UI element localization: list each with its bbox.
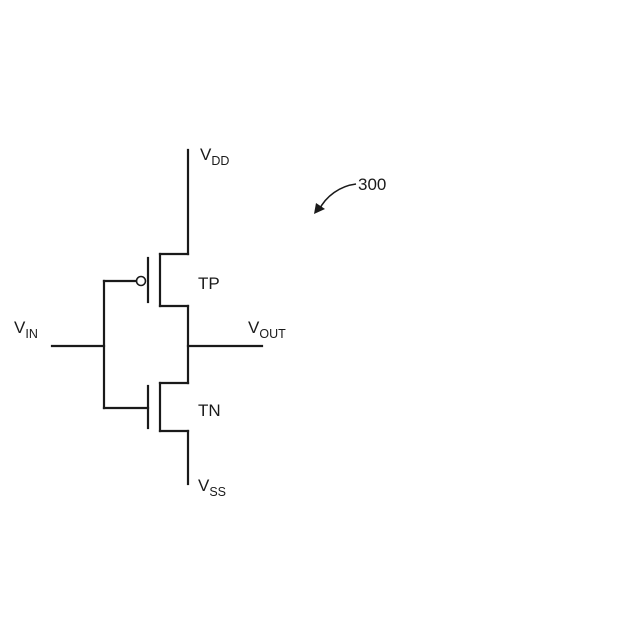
tp-gate-bubble [137,277,146,286]
tp-label: TP [198,274,220,293]
reference-arrow [319,184,356,210]
vdd-label: VDD [200,145,229,168]
vout-label: VOUT [248,318,286,341]
reference-number-label: 300 [358,175,386,194]
vss-label: VSS [198,476,226,499]
reference-arrowhead [314,203,325,214]
tn-label: TN [198,401,221,420]
vin-label: VIN [14,318,38,341]
